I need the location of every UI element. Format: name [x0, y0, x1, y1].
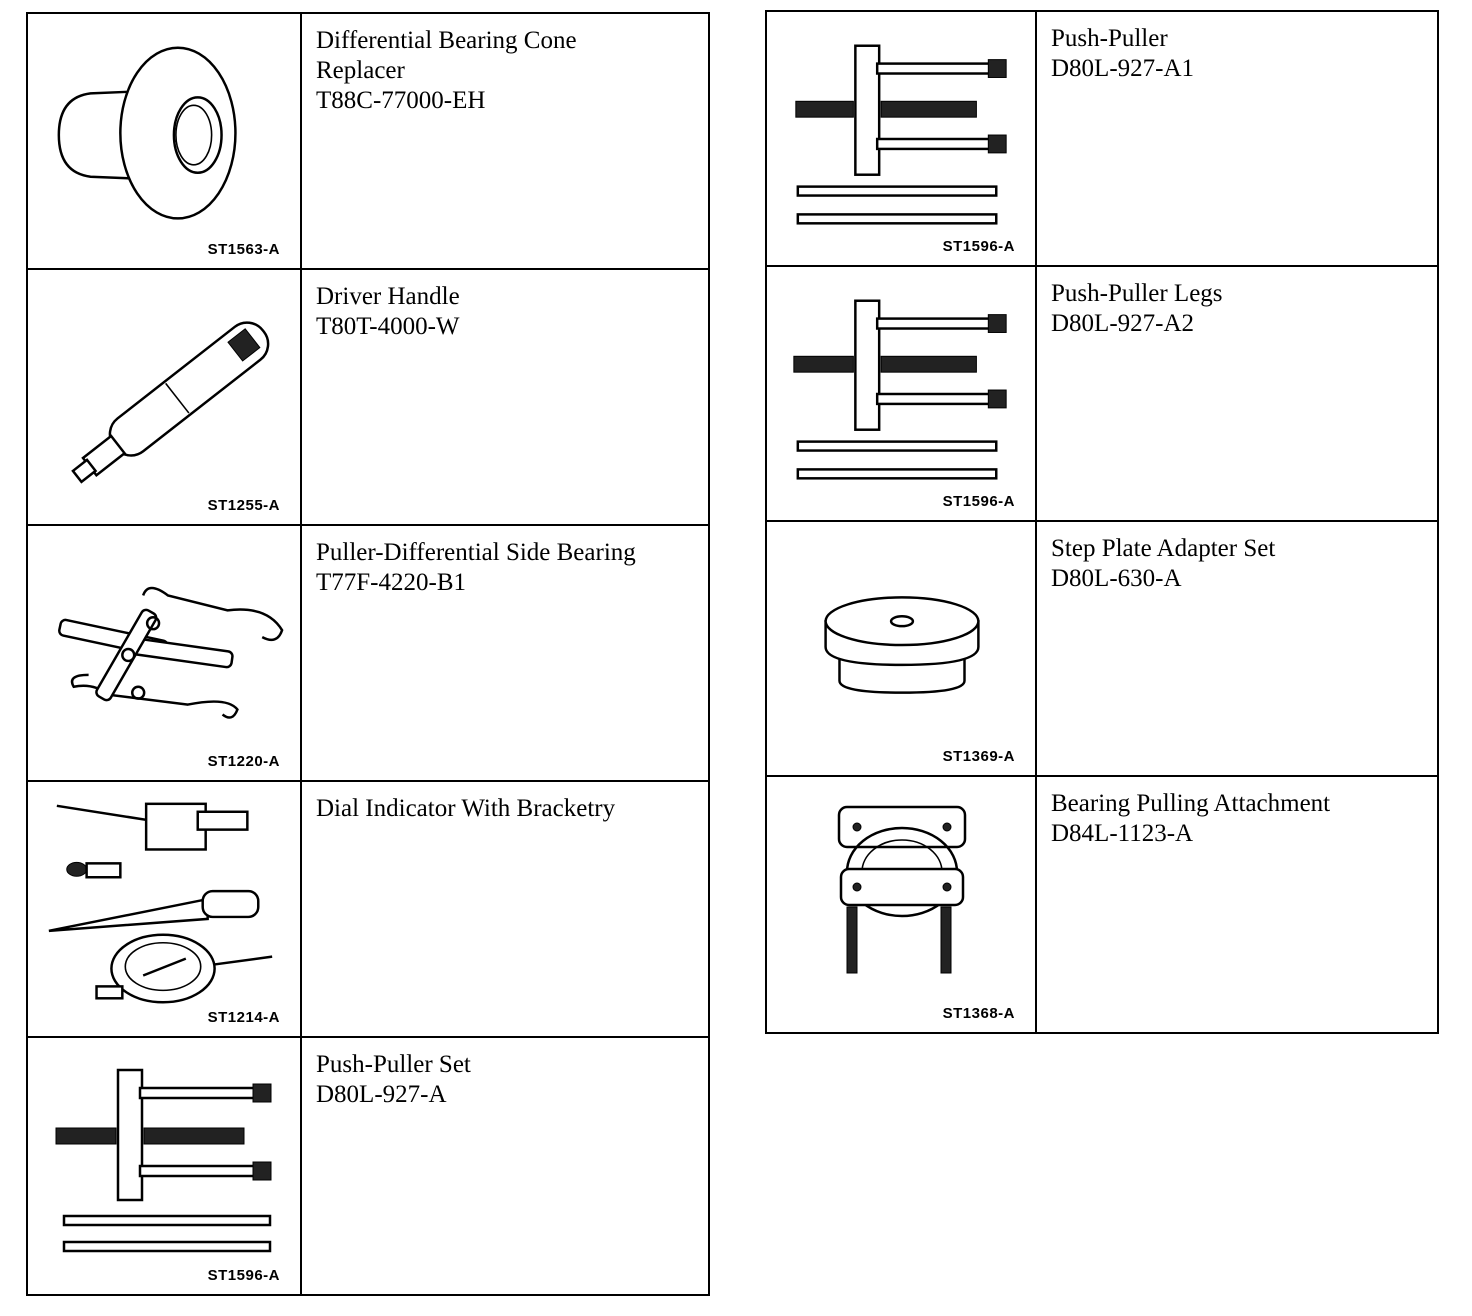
- tool-row: ST1368-A Bearing Pulling Attachment D84L…: [767, 777, 1437, 1032]
- tool-description: Puller-Differential Side Bearing T77F-42…: [302, 526, 650, 780]
- tool-part-number: T80T-4000-W: [316, 313, 460, 340]
- tool-row: ST1255-A Driver Handle T80T-4000-W: [28, 270, 708, 526]
- tool-name: Push-Puller Legs: [1051, 280, 1223, 307]
- illustration-code: ST1596-A: [942, 493, 1015, 510]
- tool-row: ST1596-A Push-Puller Set D80L-927-A: [28, 1038, 708, 1294]
- tool-image-cell: ST1596-A: [28, 1038, 302, 1294]
- tool-description: Push-Puller D80L-927-A1: [1037, 12, 1208, 265]
- driver-handle-illustration: [71, 321, 270, 484]
- tool-table-left: ST1563-A Differential Bearing Cone Repla…: [26, 12, 710, 1296]
- tool-part-number: T88C-77000-EH: [316, 87, 486, 114]
- illustration-code: ST1596-A: [207, 1267, 280, 1284]
- tool-part-number: D80L-630-A: [1051, 565, 1182, 592]
- tool-part-number: D80L-927-A: [316, 1081, 447, 1108]
- tool-name: Push-Puller: [1051, 25, 1168, 52]
- tool-image-cell: ST1255-A: [28, 270, 302, 524]
- tool-part-number: D80L-927-A1: [1051, 55, 1195, 82]
- tool-description: Differential Bearing Cone Replacer T88C-…: [302, 14, 591, 268]
- illustration-code: ST1214-A: [207, 1009, 280, 1026]
- tool-row: ST1596-A Push-Puller D80L-927-A1: [767, 12, 1437, 267]
- tool-name: Push-Puller Set: [316, 1051, 471, 1078]
- illustration-code: ST1563-A: [207, 241, 280, 258]
- tool-name: Driver Handle: [316, 283, 460, 310]
- tool-image-cell: ST1214-A: [28, 782, 302, 1036]
- tool-name: Puller-Differential Side Bearing: [316, 539, 636, 566]
- tool-row: ST1563-A Differential Bearing Cone Repla…: [28, 14, 708, 270]
- tool-image-cell: ST1220-A: [28, 526, 302, 780]
- tool-row: ST1596-A Push-Puller Legs D80L-927-A2: [767, 267, 1437, 522]
- tool-table-right: ST1596-A Push-Puller D80L-927-A1 ST1596-…: [765, 10, 1439, 1034]
- tool-description: Push-Puller Set D80L-927-A: [302, 1038, 485, 1294]
- tool-name: Bearing Pulling Attachment: [1051, 790, 1331, 817]
- tool-description: Driver Handle T80T-4000-W: [302, 270, 474, 524]
- tool-image-cell: ST1368-A: [767, 777, 1037, 1032]
- tool-description: Push-Puller Legs D80L-927-A2: [1037, 267, 1237, 520]
- tool-image-cell: ST1369-A: [767, 522, 1037, 775]
- bearing-pulling-attachment-illustration: [837, 805, 967, 974]
- tool-description: Dial Indicator With Bracketry: [302, 782, 629, 1036]
- push-puller-illustration: [793, 299, 1007, 480]
- tool-part-number: D84L-1123-A: [1051, 820, 1194, 847]
- tool-name: Step Plate Adapter Set: [1051, 535, 1276, 562]
- tool-part-number: T77F-4220-B1: [316, 569, 466, 596]
- tool-description: Bearing Pulling Attachment D84L-1123-A: [1037, 777, 1344, 1032]
- tool-row: ST1214-A Dial Indicator With Bracketry: [28, 782, 708, 1038]
- tool-image-cell: ST1596-A: [767, 12, 1037, 265]
- illustration-code: ST1369-A: [942, 748, 1015, 765]
- tool-row: ST1369-A Step Plate Adapter Set D80L-630…: [767, 522, 1437, 777]
- tool-name: Dial Indicator With Bracketry: [316, 795, 616, 822]
- tool-part-number: D80L-927-A2: [1051, 310, 1195, 337]
- illustration-code: ST1368-A: [942, 1005, 1015, 1022]
- dial-indicator-illustration: [48, 802, 273, 1004]
- step-plate-illustration: [824, 596, 980, 694]
- tool-name: Differential Bearing Cone: [316, 27, 577, 54]
- illustration-code: ST1596-A: [942, 238, 1015, 255]
- tool-row: ST1220-A Puller-Differential Side Bearin…: [28, 526, 708, 782]
- push-puller-illustration: [795, 44, 1007, 225]
- bearing-cone-replacer-illustration: [57, 46, 237, 220]
- side-bearing-puller-illustration: [58, 586, 284, 719]
- push-puller-illustration: [55, 1068, 272, 1253]
- tool-description: Step Plate Adapter Set D80L-630-A: [1037, 522, 1289, 775]
- tool-image-cell: ST1596-A: [767, 267, 1037, 520]
- tool-image-cell: ST1563-A: [28, 14, 302, 268]
- tool-name: Replacer: [316, 57, 405, 84]
- illustration-code: ST1255-A: [207, 497, 280, 514]
- illustration-code: ST1220-A: [207, 753, 280, 770]
